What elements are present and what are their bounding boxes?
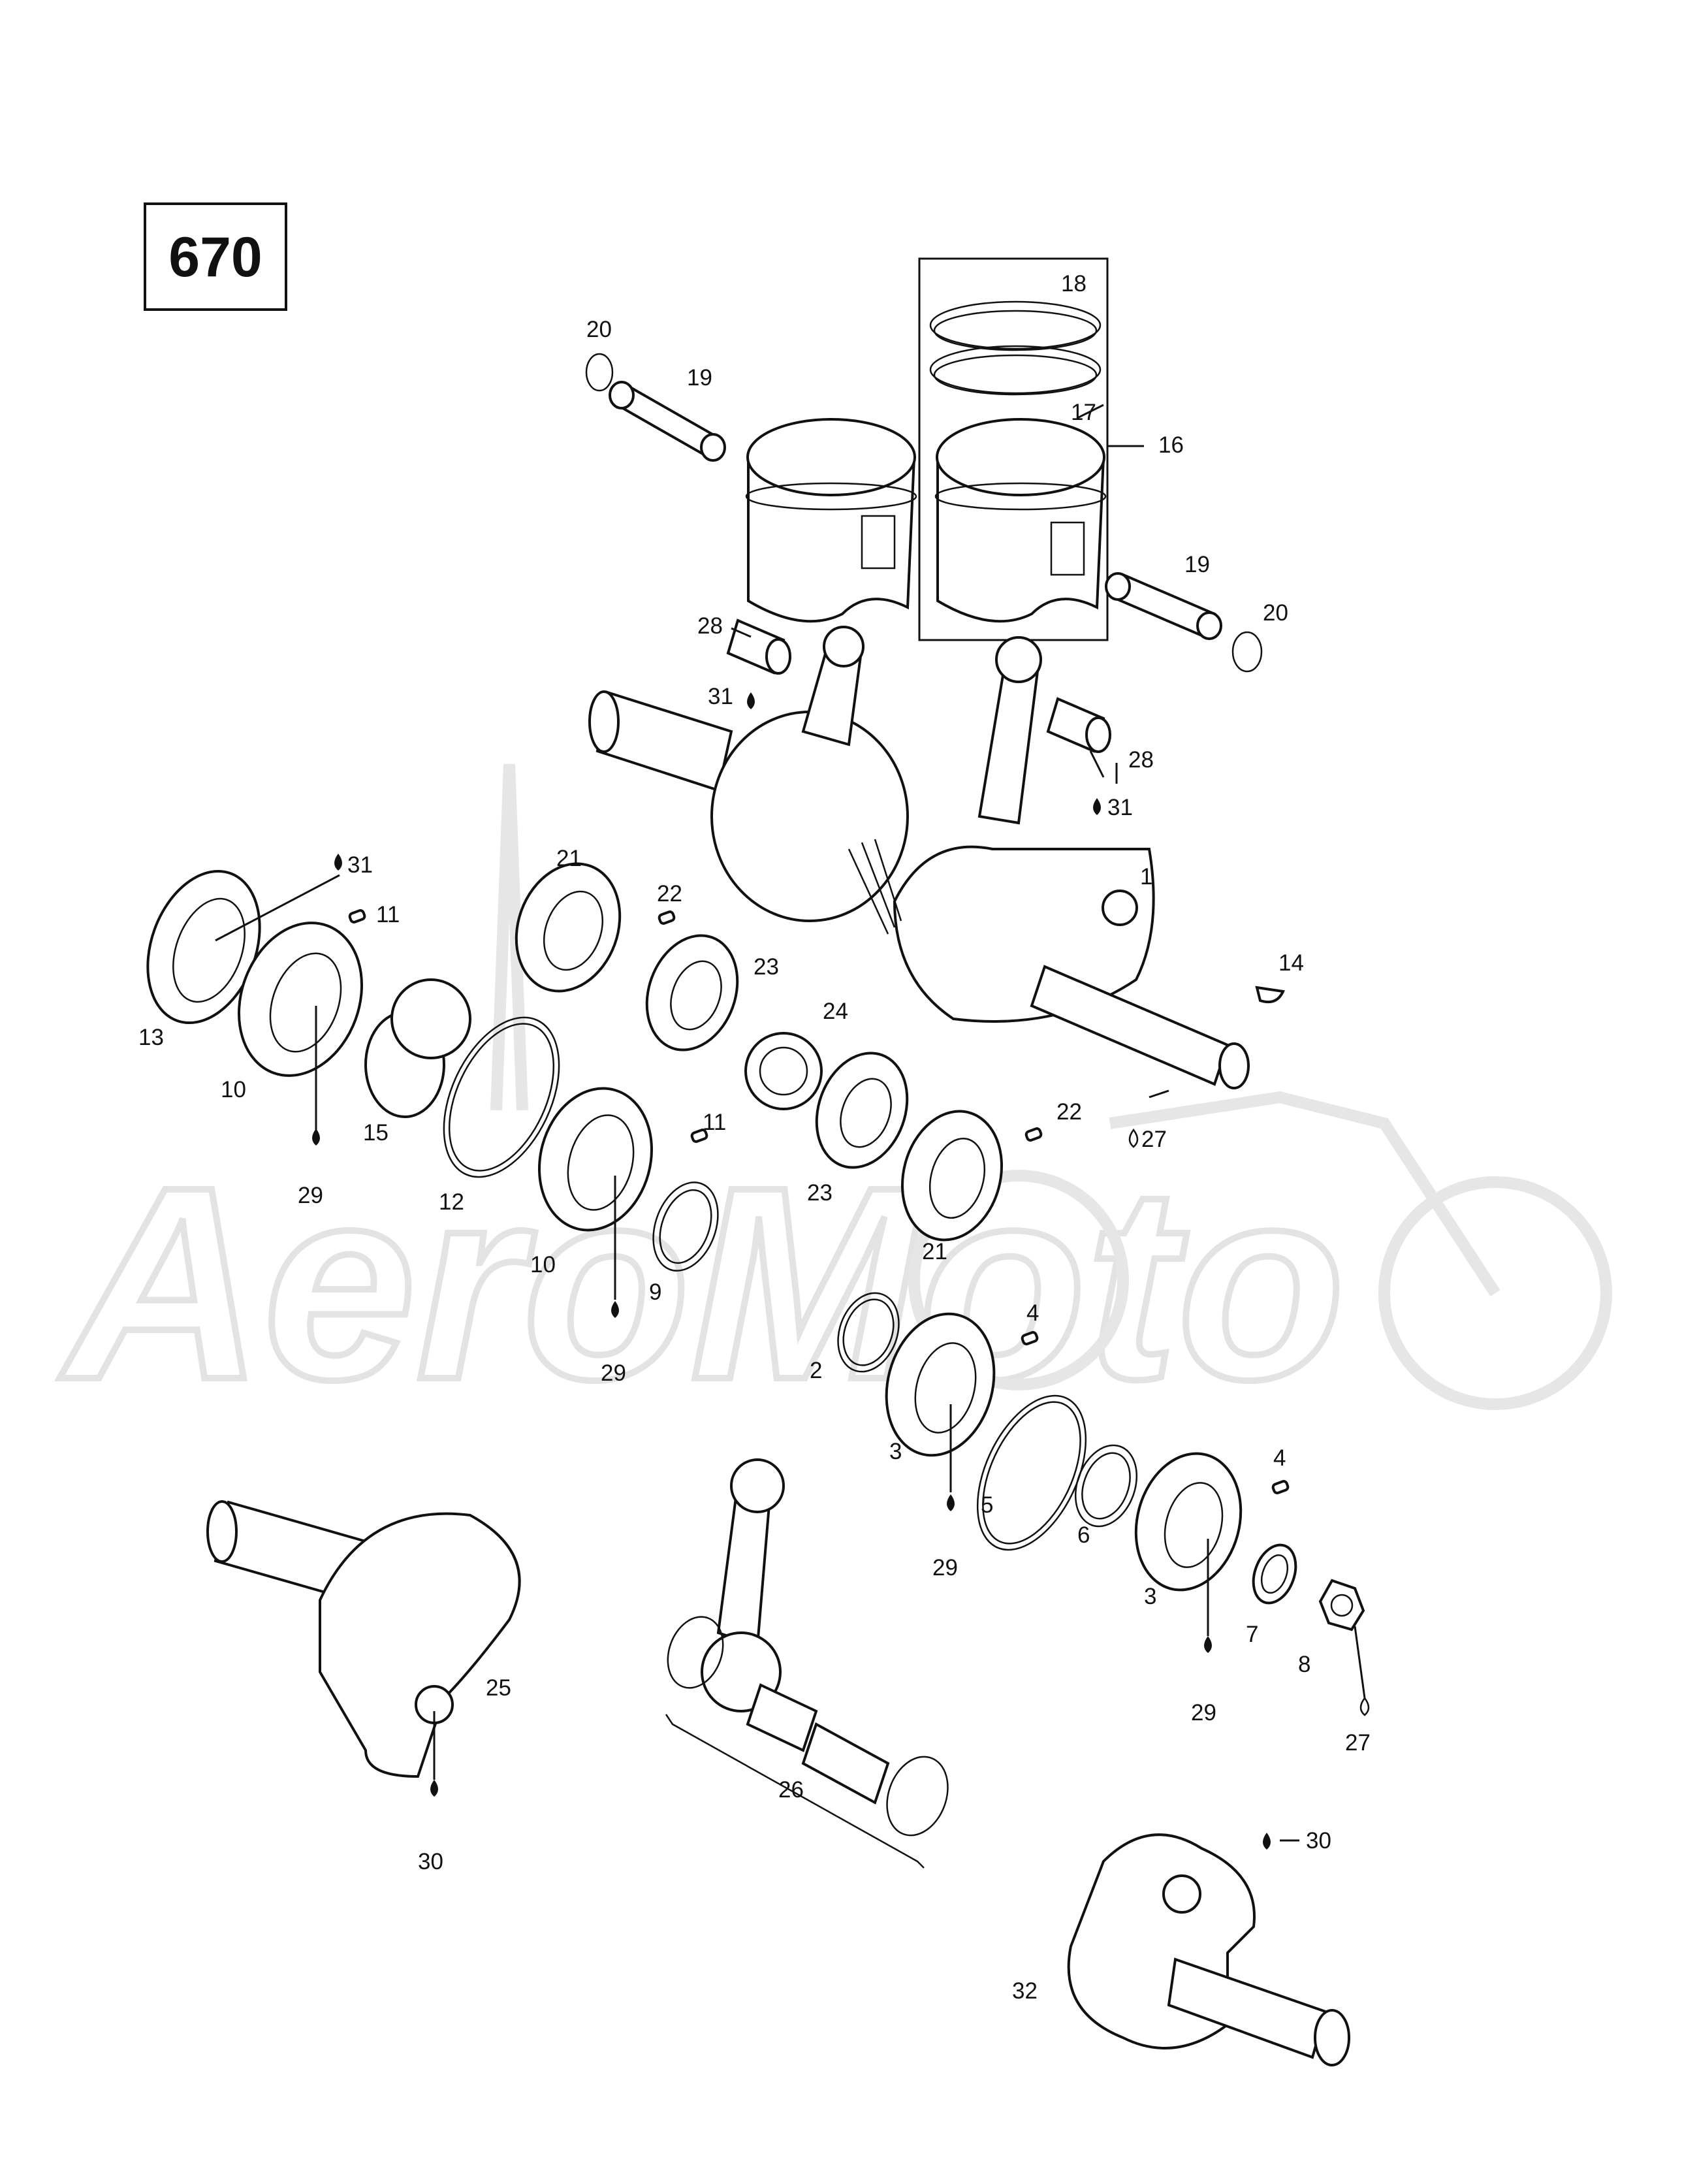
ball-bearing-21a: [515, 862, 622, 993]
oil-seal-23a: [645, 934, 739, 1052]
callout-4: 4: [1026, 1300, 1039, 1326]
nut-8: [1318, 1579, 1365, 1631]
callout-29: 29: [601, 1360, 626, 1386]
callout-10: 10: [221, 1077, 246, 1102]
washer-9: [652, 1181, 719, 1272]
group-number-box: 670: [144, 202, 287, 311]
callout-11: 11: [376, 902, 400, 927]
callout-22: 22: [1056, 1099, 1082, 1125]
wrist-pin-right: [1105, 572, 1222, 640]
callout-27: 27: [1141, 1127, 1167, 1152]
leader-lines: [215, 404, 1366, 1842]
callout-29: 29: [932, 1555, 958, 1581]
piston-left: [745, 418, 917, 623]
callout-6: 6: [1077, 1522, 1090, 1548]
watermark-text: AeroMoto: [57, 1131, 1345, 1437]
callout-19: 19: [687, 365, 712, 391]
callout-31: 31: [708, 684, 733, 709]
callout-32: 32: [1012, 1978, 1038, 2004]
callout-14: 14: [1278, 950, 1304, 976]
ring-2: [837, 1292, 900, 1373]
callout-3: 3: [1144, 1584, 1156, 1609]
ball-bearing-3a: [885, 1312, 996, 1457]
ball-bearing-3b: [1134, 1452, 1243, 1592]
oil-seal-13: [146, 869, 261, 1025]
dowel-pins: [348, 909, 1290, 1494]
callout-2: 2: [810, 1358, 822, 1383]
washer-6: [1074, 1444, 1138, 1528]
callout-4: 4: [1273, 1445, 1286, 1471]
gear-24: [744, 1032, 823, 1110]
callout-8: 8: [1298, 1652, 1310, 1677]
circlip-left: [585, 353, 614, 392]
crankshaft-assembly: [588, 626, 1250, 1089]
callout-20: 20: [586, 317, 612, 342]
callout-31: 31: [347, 852, 373, 878]
ring-5: [976, 1394, 1087, 1551]
crank-half-32: [1067, 1833, 1350, 2066]
ring-12: [443, 1016, 560, 1178]
group-number: 670: [168, 226, 262, 289]
callout-labels: 18 20 19 17 16 19 20 28 31 28 31 31 11 2…: [138, 271, 1371, 2004]
callout-27: 27: [1345, 1730, 1371, 1756]
circlip-right: [1231, 631, 1263, 673]
ball-bearing-10b: [538, 1087, 653, 1232]
watermark: AeroMoto: [54, 763, 1612, 1440]
piston-right: [934, 418, 1107, 623]
callout-29: 29: [298, 1183, 323, 1208]
callout-22: 22: [657, 881, 682, 907]
callout-28: 28: [1128, 747, 1154, 773]
callout-20: 20: [1263, 600, 1288, 626]
callout-21: 21: [922, 1239, 947, 1264]
wrist-pin-left: [609, 381, 726, 462]
callout-29: 29: [1191, 1700, 1216, 1726]
callout-13: 13: [138, 1025, 164, 1050]
callout-15: 15: [363, 1120, 389, 1146]
piston-rings: [929, 300, 1102, 396]
callout-23: 23: [807, 1180, 833, 1206]
callout-28: 28: [697, 613, 723, 639]
callout-21: 21: [556, 846, 582, 871]
callout-10: 10: [530, 1252, 556, 1277]
callout-11: 11: [703, 1110, 726, 1135]
callout-31: 31: [1107, 795, 1133, 820]
ball-bearing-10a: [237, 922, 364, 1077]
connecting-rod-kit-26: [665, 1458, 949, 1869]
callout-3: 3: [889, 1439, 902, 1464]
callout-26: 26: [778, 1777, 804, 1803]
lock-washer-7: [1252, 1543, 1297, 1605]
callout-23: 23: [754, 954, 779, 980]
callout-18: 18: [1061, 271, 1087, 297]
lubricant-drops: [312, 692, 1370, 1850]
callout-1: 1: [1140, 864, 1152, 890]
callout-16: 16: [1158, 432, 1184, 458]
callout-30: 30: [1306, 1828, 1331, 1854]
callout-30: 30: [418, 1849, 443, 1874]
callout-17: 17: [1071, 400, 1096, 425]
needle-bearing-left: [726, 618, 791, 675]
callout-25: 25: [486, 1675, 511, 1701]
callout-12: 12: [439, 1189, 464, 1215]
callout-5: 5: [981, 1492, 993, 1518]
callout-19: 19: [1184, 552, 1210, 577]
callout-7: 7: [1246, 1622, 1258, 1647]
spacer-15: [364, 978, 471, 1118]
callout-9: 9: [649, 1279, 661, 1305]
oil-seal-23b: [815, 1052, 909, 1169]
callout-24: 24: [823, 999, 848, 1024]
crank-half-25: [206, 1500, 521, 1778]
woodruff-key: [1255, 986, 1285, 1004]
ball-bearing-21b: [900, 1110, 1004, 1242]
needle-bearing-right: [1046, 697, 1111, 753]
